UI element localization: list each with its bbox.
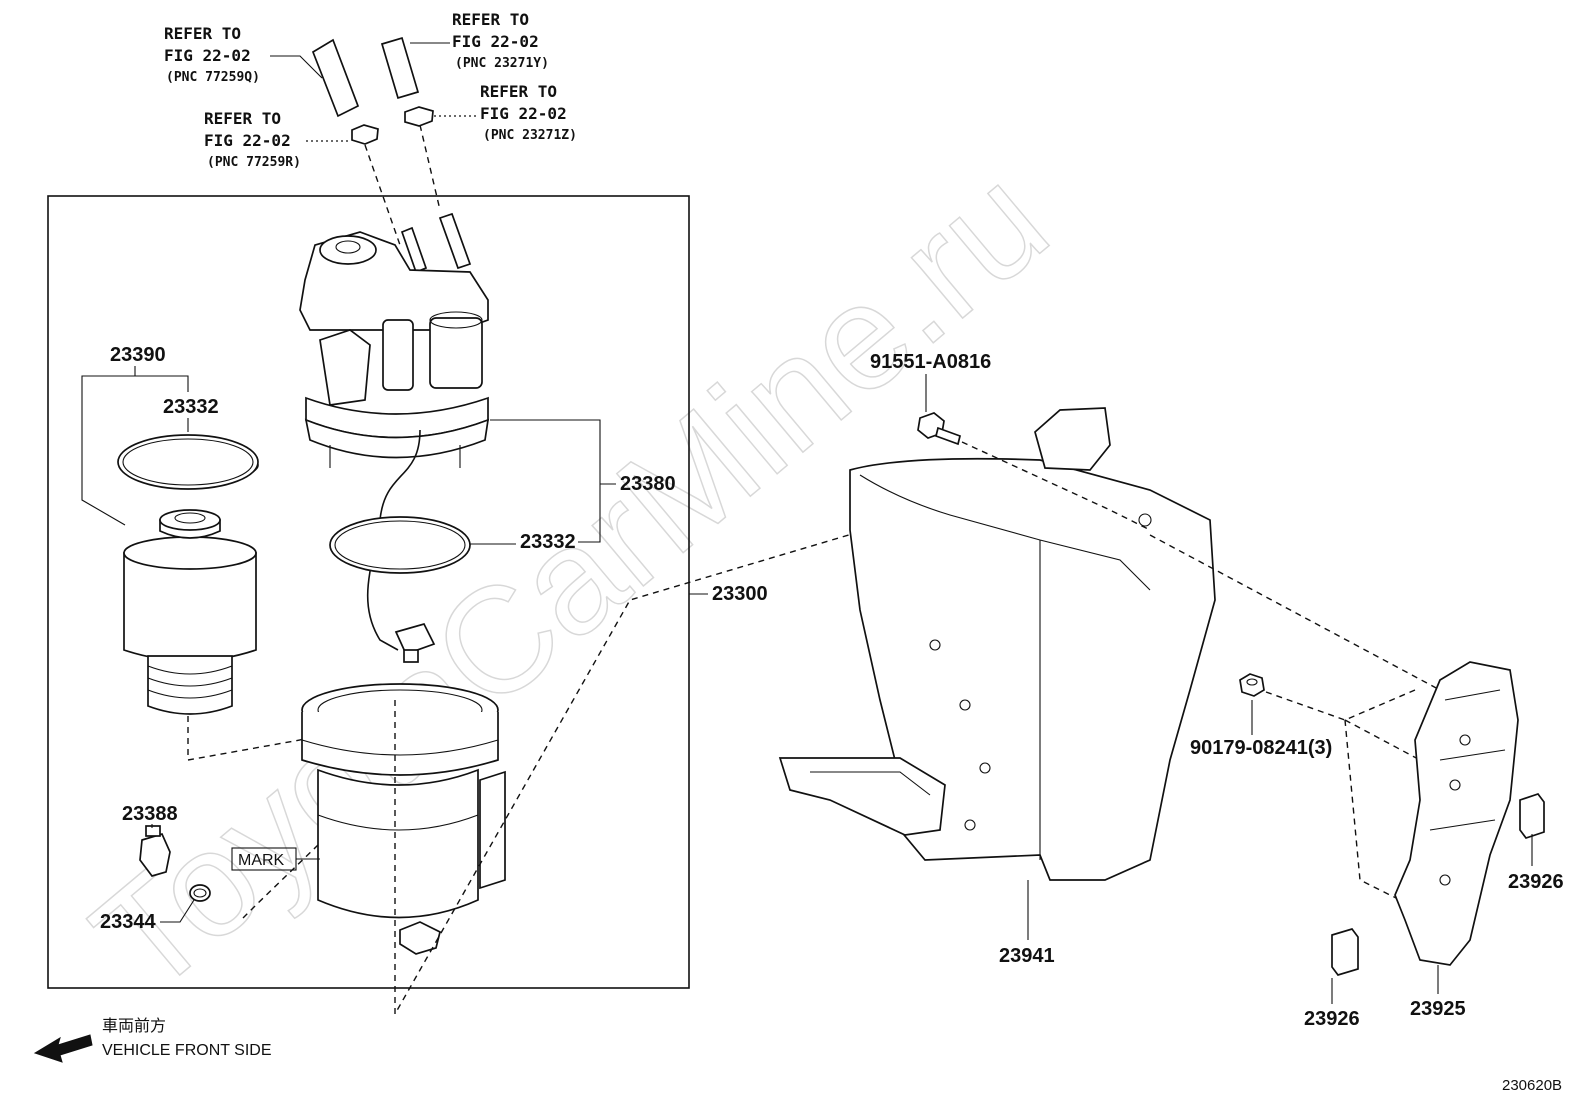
- clip-23926-right: [1519, 792, 1545, 840]
- ref-fig: FIG 22-02: [452, 32, 539, 51]
- ref-text: REFER TO: [480, 82, 557, 101]
- label-23926b: 23926: [1304, 1008, 1360, 1030]
- clip-23271z: [404, 106, 434, 127]
- bracket-23941: [778, 407, 1216, 881]
- front-en: VEHICLE FRONT SIDE: [102, 1042, 272, 1059]
- ref-fig: FIG 22-02: [480, 104, 567, 123]
- ref-77259q: REFER TO FIG 22-02 (PNC 77259Q): [164, 24, 323, 85]
- front-jp: 車両前方: [102, 1017, 166, 1035]
- hose-left: [311, 36, 420, 118]
- label-91551: 91551-A0816: [870, 351, 991, 373]
- ref-text: REFER TO: [452, 10, 529, 29]
- ref-fig: FIG 22-02: [164, 46, 251, 65]
- label-23925: 23925: [1410, 998, 1466, 1020]
- o-ring-23344: [189, 884, 211, 902]
- label-23344: 23344: [100, 911, 156, 933]
- bracket-23925: [1394, 661, 1519, 966]
- clip-23926-left: [1331, 928, 1359, 976]
- ref-pnc: (PNC 23271Y): [455, 56, 549, 71]
- clip-77259r: [351, 124, 379, 145]
- ref-23271y: REFER TO FIG 22-02 (PNC 23271Y): [410, 10, 549, 71]
- diagram-code: 230620B: [1502, 1077, 1562, 1094]
- ref-pnc: (PNC 77259Q): [166, 70, 260, 85]
- o-ring-23332b: [329, 516, 471, 574]
- label-23388: 23388: [122, 803, 178, 825]
- label-23332a: 23332: [163, 396, 219, 418]
- label-23941: 23941: [999, 945, 1055, 967]
- drain-plug: [139, 825, 171, 877]
- ref-fig: FIG 22-02: [204, 131, 291, 150]
- label-23332b: 23332: [520, 531, 576, 553]
- assembly-frame: [47, 195, 690, 989]
- label-23926a: 23926: [1508, 871, 1564, 893]
- ref-text: REFER TO: [204, 109, 281, 128]
- mark-label: MARK: [238, 852, 285, 869]
- front-arrow-icon: [33, 1034, 93, 1063]
- nut-90179: [1239, 673, 1265, 697]
- pump-head: [299, 212, 490, 663]
- label-90179: 90179-08241(3): [1190, 737, 1332, 759]
- front-direction: 車両前方 VEHICLE FRONT SIDE: [33, 1017, 272, 1063]
- mark-callout: MARK: [231, 847, 320, 871]
- bolt-91551: [917, 412, 962, 446]
- ref-23271z: REFER TO FIG 22-02 (PNC 23271Z): [432, 82, 577, 143]
- ref-77259r: REFER TO FIG 22-02 (PNC 77259R): [204, 109, 350, 170]
- o-ring-23332a: [117, 434, 259, 490]
- ref-pnc: (PNC 23271Z): [483, 128, 577, 143]
- label-23300: 23300: [712, 583, 768, 605]
- label-23380: 23380: [620, 473, 676, 495]
- filter-case: [301, 683, 506, 955]
- ref-text: REFER TO: [164, 24, 241, 43]
- label-23390: 23390: [110, 344, 166, 366]
- ref-pnc: (PNC 77259R): [207, 155, 301, 170]
